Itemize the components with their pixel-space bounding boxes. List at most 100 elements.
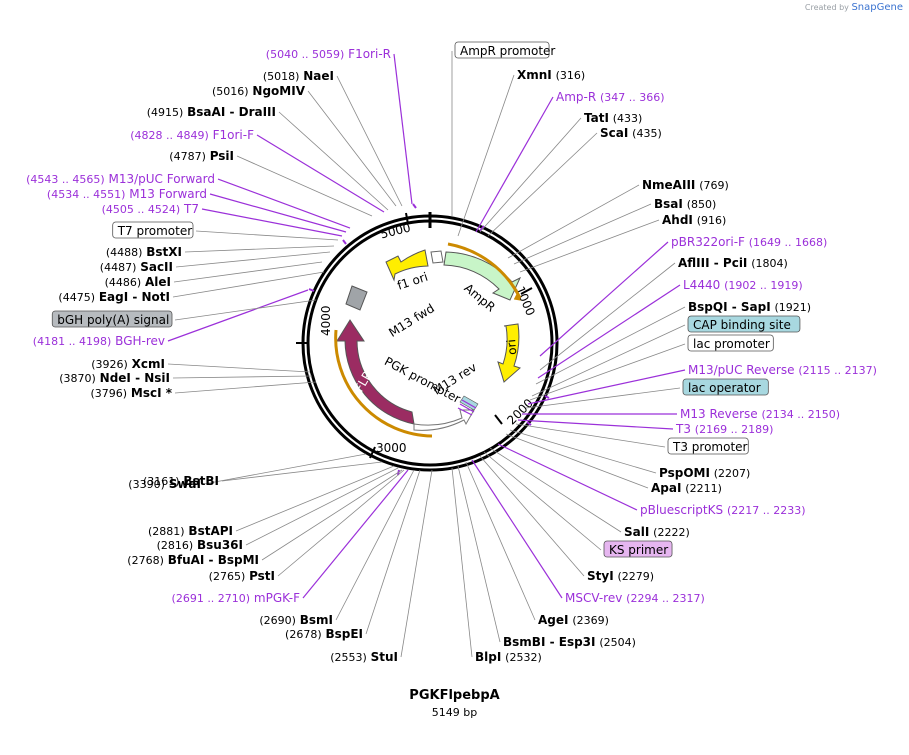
enzyme-label[interactable]: (2553) StuI (330, 650, 398, 664)
enzyme-label[interactable]: (3870) NdeI - NsiI (59, 371, 170, 385)
enzyme-label[interactable]: NmeAIII (769) (642, 178, 729, 192)
enzyme-label[interactable]: (2690) BsmI (259, 613, 333, 627)
primer-name: mPGK-F (254, 591, 300, 605)
enzyme-label-text: (5018) NaeI (263, 69, 334, 83)
enzyme-label[interactable]: (4915) BsaAI - DraIII (147, 105, 276, 119)
primer-stack (457, 407, 473, 416)
enzyme-name: Bsu36I (197, 538, 243, 552)
primer-label[interactable]: pBluescriptKS (2217 .. 2233) (640, 503, 806, 517)
primer-name: M13/pUC Forward (108, 172, 215, 186)
enzyme-label[interactable]: (2678) BspEI (285, 627, 363, 641)
enzyme-label[interactable]: ApaI (2211) (651, 481, 722, 495)
ori-arrow (497, 323, 521, 383)
enzyme-label-text: (5016) NgoMIV (212, 84, 306, 98)
enzyme-label-text: (2765) PstI (209, 569, 275, 583)
primer-label[interactable]: (4534 .. 4551) M13 Forward (47, 187, 207, 201)
site-position: (850) (687, 198, 717, 211)
enzyme-label[interactable]: (2816) Bsu36I (157, 538, 243, 552)
leader-line (489, 447, 622, 533)
feature-label[interactable]: CAP binding site (687, 315, 801, 333)
primer-label[interactable]: L4440 (1902 .. 1919) (683, 278, 803, 292)
site-position: (2678) (285, 628, 322, 641)
feature-label[interactable]: T3 promoter (667, 437, 749, 455)
site-position: (4505 .. 4524) (102, 203, 181, 216)
enzyme-label[interactable]: TatI (433) (584, 111, 642, 125)
feature-label[interactable]: lac promoter (687, 334, 774, 352)
feature-label[interactable]: lac operator (682, 378, 769, 396)
enzyme-label[interactable]: StyI (2279) (587, 569, 654, 583)
enzyme-label[interactable]: SalI (2222) (624, 525, 690, 539)
enzyme-label[interactable]: ScaI (435) (600, 126, 662, 140)
enzyme-label-text: AgeI (2369) (538, 613, 609, 627)
site-position: (1804) (751, 257, 788, 270)
site-position: (3870) (59, 372, 96, 385)
enzyme-label[interactable]: (4488) BstXI (106, 245, 182, 259)
enzyme-label-text: (3870) NdeI - NsiI (59, 371, 170, 385)
primer-label[interactable]: MSCV-rev (2294 .. 2317) (565, 591, 705, 605)
enzyme-name: PsiI (210, 149, 234, 163)
primer-label[interactable]: (4543 .. 4565) M13/pUC Forward (26, 172, 215, 186)
primer-label[interactable]: (4505 .. 4524) T7 (102, 202, 199, 216)
enzyme-name: StyI (587, 569, 614, 583)
tick-1000 (520, 287, 533, 295)
primer-name: Amp-R (556, 90, 596, 104)
enzyme-label[interactable]: (4487) SacII (100, 260, 173, 274)
primer-label-text: MSCV-rev (2294 .. 2317) (565, 591, 705, 605)
enzyme-label-text: (2690) BsmI (259, 613, 333, 627)
plasmid-size: 5149 bp (431, 706, 478, 719)
primer-label[interactable]: M13 Reverse (2134 .. 2150) (680, 407, 840, 421)
enzyme-label[interactable]: (5018) NaeI (263, 69, 334, 83)
primer-label[interactable]: (4828 .. 4849) F1ori-F (130, 128, 254, 142)
enzyme-name: PstI (249, 569, 275, 583)
enzyme-label-text: (2768) BfuAI - BspMI (127, 553, 259, 567)
feature-label[interactable]: AmpR promoter (454, 41, 555, 59)
enzyme-label[interactable]: BsaI (850) (654, 197, 716, 211)
primer-label-text: (4181 .. 4198) BGH-rev (33, 334, 165, 348)
enzyme-label[interactable]: BspQI - SapI (1921) (688, 300, 811, 314)
enzyme-label[interactable]: (2765) PstI (209, 569, 275, 583)
enzyme-label[interactable]: AgeI (2369) (538, 613, 609, 627)
primer-name: F1ori-R (348, 47, 391, 61)
enzyme-label[interactable]: BlpI (2532) (475, 650, 542, 664)
leader-line (217, 178, 351, 229)
leader-line (525, 387, 681, 409)
enzyme-label[interactable]: (5016) NgoMIV (212, 84, 306, 98)
primer-label-text: T3 (2169 .. 2189) (675, 422, 773, 436)
enzyme-label[interactable]: (4787) PsiI (169, 149, 234, 163)
enzyme-label[interactable]: AflIII - PciI (1804) (678, 256, 788, 270)
enzyme-label[interactable]: (2881) BstAPI (148, 524, 233, 538)
primer-label[interactable]: (2691 .. 2710) mPGK-F (172, 591, 301, 605)
primer-label[interactable]: M13/pUC Reverse (2115 .. 2137) (688, 363, 877, 377)
enzyme-label[interactable]: (4486) AleI (105, 275, 171, 289)
enzyme-label[interactable]: XmnI (316) (517, 68, 585, 82)
enzyme-label[interactable]: PspOMI (2207) (659, 466, 750, 480)
enzyme-label[interactable]: (3161) BstBI (143, 474, 219, 488)
leader-line (527, 369, 686, 405)
enzyme-label[interactable]: AhdI (916) (662, 213, 726, 227)
feature-label[interactable]: T7 promoter (112, 221, 194, 239)
site-position: (5040 .. 5059) (266, 48, 345, 61)
enzyme-label[interactable]: (2768) BfuAI - BspMI (127, 553, 259, 567)
feature-label-text: T7 promoter (117, 224, 193, 238)
enzyme-label[interactable]: BsmBI - Esp3I (2504) (503, 635, 636, 649)
primer-name: M13 Forward (129, 187, 207, 201)
primer-label[interactable]: (4181 .. 4198) BGH-rev (33, 334, 165, 348)
enzyme-label-text: (4787) PsiI (169, 149, 234, 163)
enzyme-label[interactable]: (4475) EagI - NotI (58, 290, 170, 304)
feature-label[interactable]: bGH poly(A) signal (51, 310, 173, 328)
leader-line (365, 469, 421, 635)
enzyme-label[interactable]: (3390) SwaI (128, 477, 201, 491)
m13-fwd-label: M13 fwd (386, 301, 437, 340)
enzyme-label-text: (4915) BsaAI - DraIII (147, 105, 276, 119)
primer-label[interactable]: T3 (2169 .. 2189) (675, 422, 773, 436)
primer-label[interactable]: Amp-R (347 .. 366) (556, 90, 665, 104)
site-position: (433) (613, 112, 643, 125)
tick-label-4000: 4000 (319, 305, 333, 336)
enzyme-label[interactable]: (3926) XcmI (91, 357, 165, 371)
primer-label[interactable]: (5040 .. 5059) F1ori-R (266, 47, 391, 61)
enzyme-label[interactable]: (3796) MscI * (90, 386, 172, 400)
enzyme-label-text: (3390) SwaI (128, 477, 201, 491)
feature-label[interactable]: KS primer (603, 540, 673, 558)
primer-label[interactable]: pBR322ori-F (1649 .. 1668) (671, 235, 827, 249)
enzyme-name: AflIII - PciI (678, 256, 747, 270)
